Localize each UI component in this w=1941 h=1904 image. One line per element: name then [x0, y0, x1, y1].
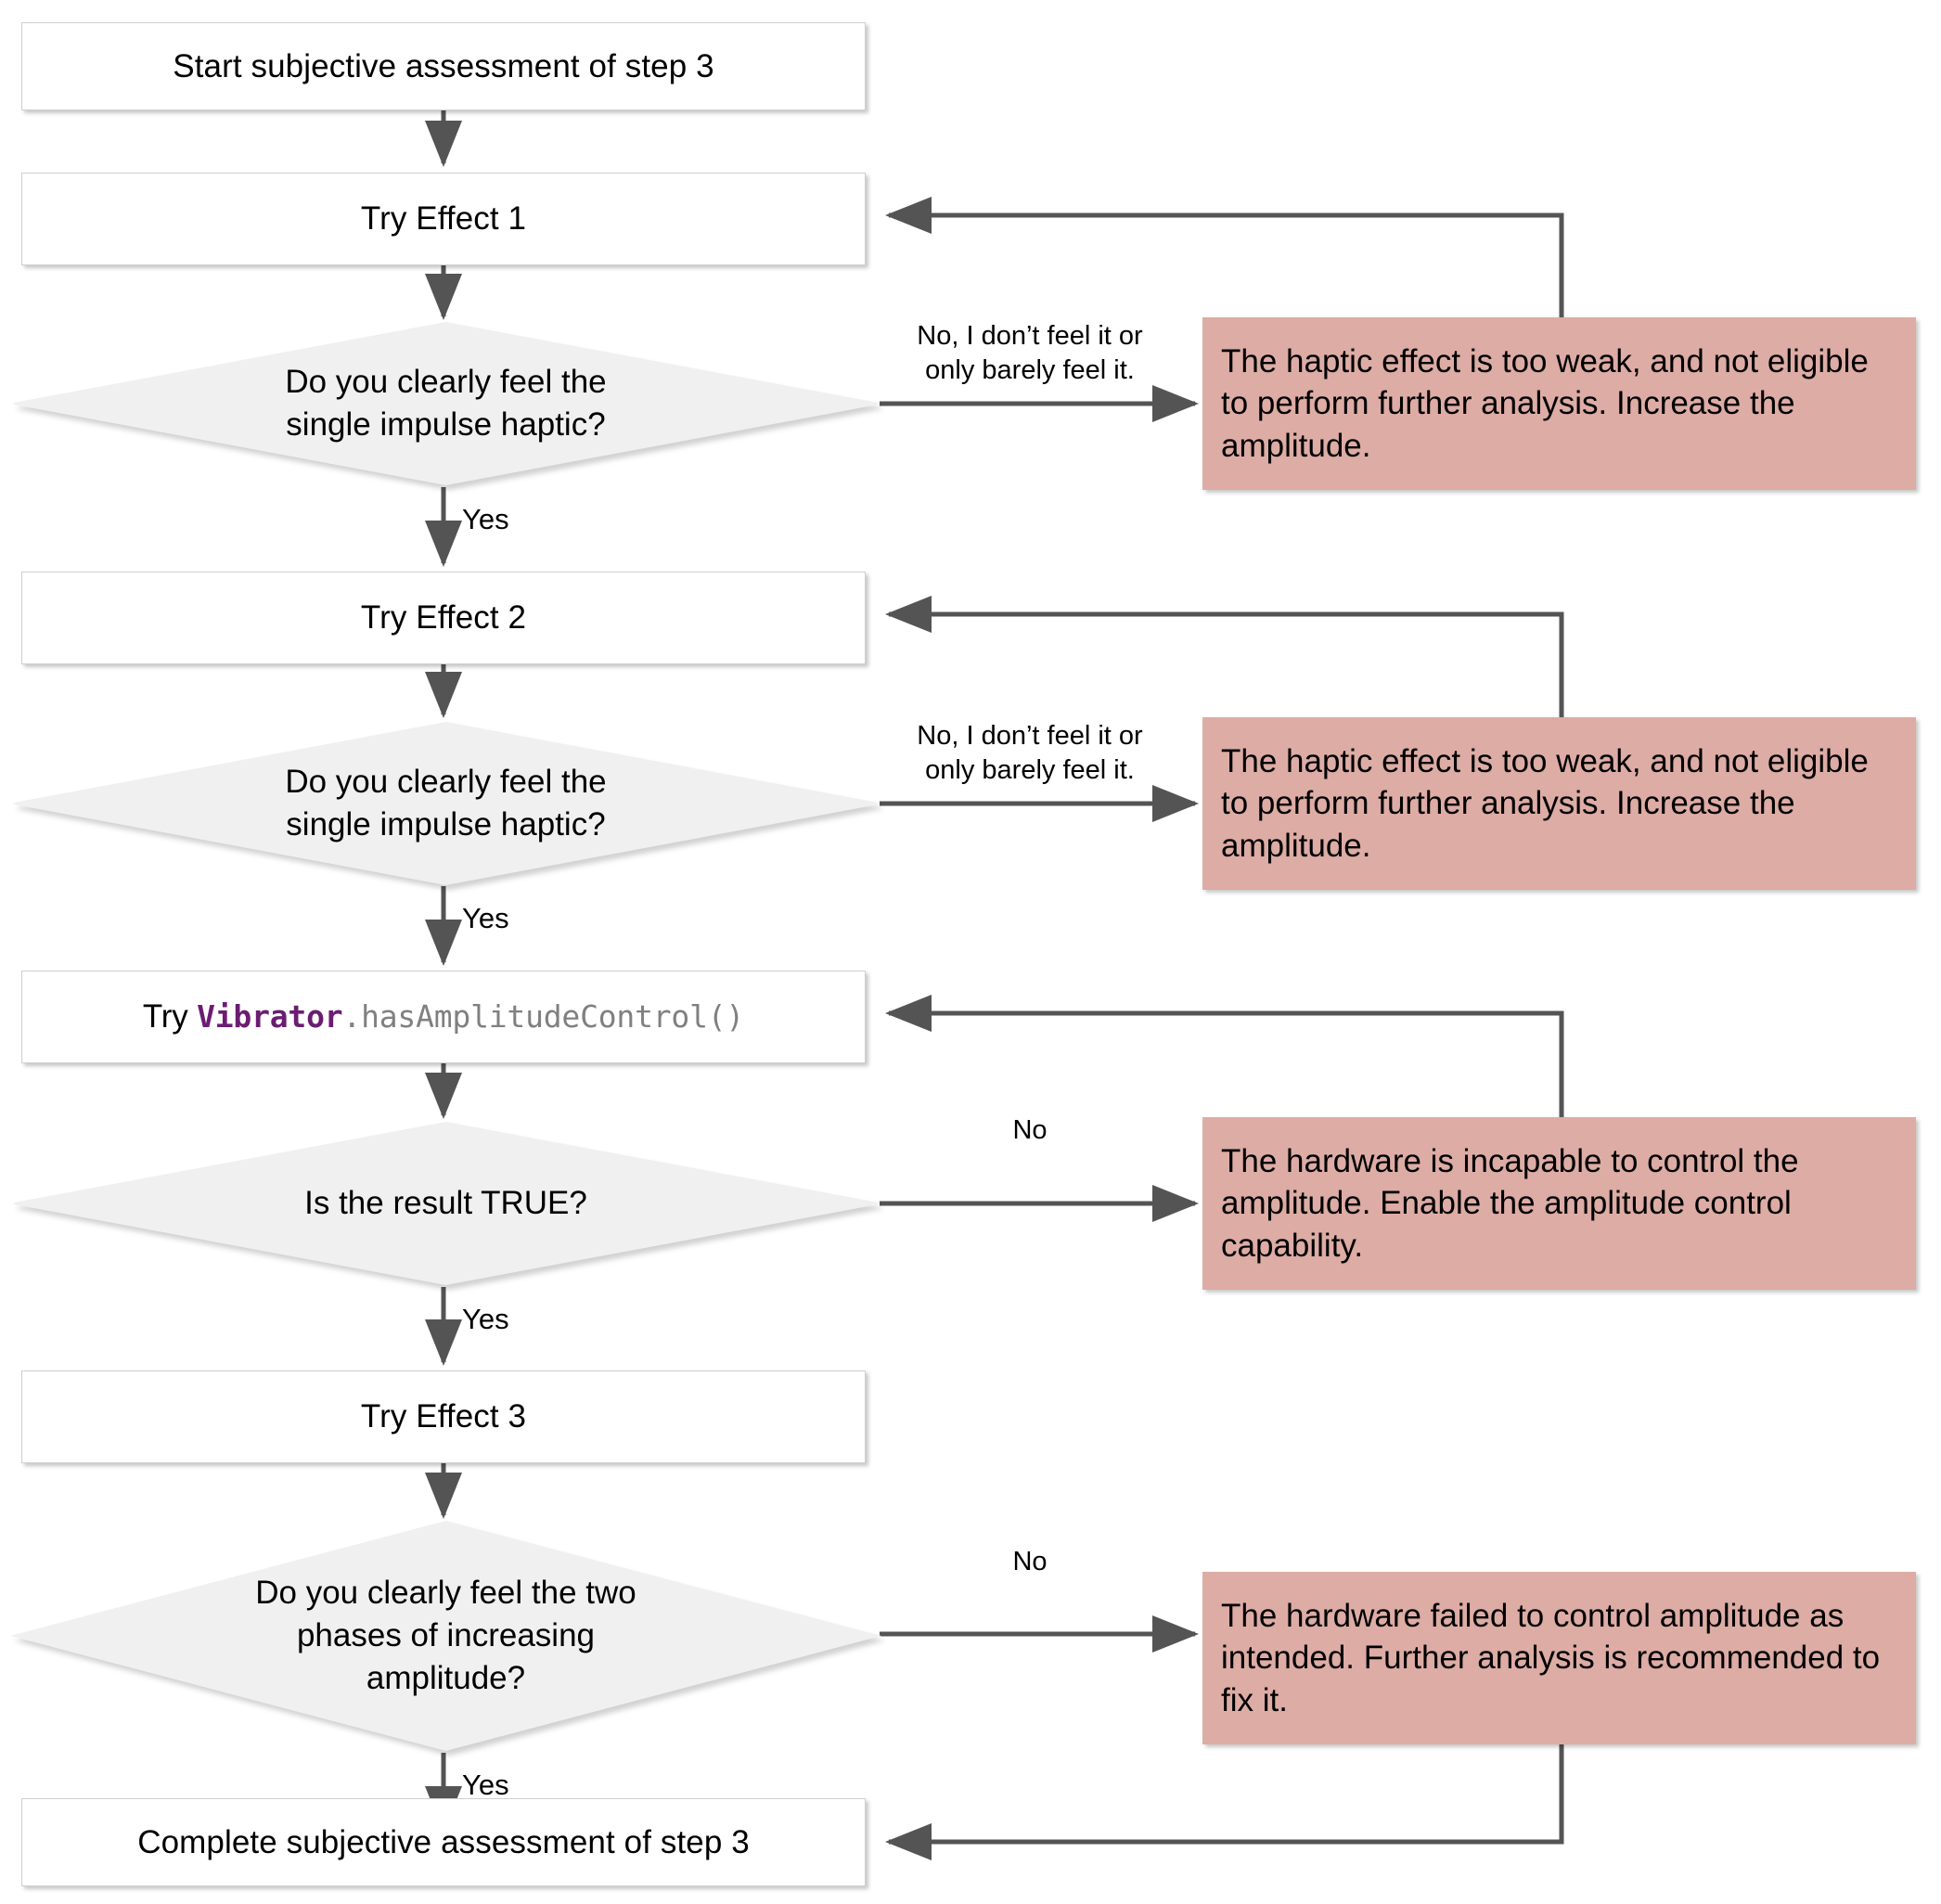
decision-feel-single-impulse-1[interactable]: Do you clearly feel the single impulse h…	[12, 321, 880, 486]
decision-feel-two-phases[interactable]: Do you clearly feel the two phases of in…	[10, 1520, 881, 1752]
node-try-effect-1-label: Try Effect 1	[360, 200, 527, 238]
edge-label-no-feel-2-line-1: No, I don’t feel it or	[917, 721, 1143, 751]
edge-label-no-3: No	[983, 1113, 1076, 1148]
node-complete-label: Complete subjective assessment of step 3	[137, 1823, 750, 1860]
note-hardware-no-amplitude-control: The hardware is incapable to control the…	[1202, 1117, 1916, 1290]
decision-is-result-true[interactable]: Is the result TRUE?	[12, 1121, 880, 1286]
edge-label-no-4-text: No	[1012, 1547, 1048, 1576]
note-haptic-too-weak-1: The haptic effect is too weak, and not e…	[1202, 317, 1916, 490]
note-hardware-no-amplitude-control-text: The hardware is incapable to control the…	[1221, 1142, 1799, 1264]
edge-label-no-feel-2: No, I don’t feel it or only barely feel …	[891, 719, 1169, 787]
node-start-label: Start subjective assessment of step 3	[173, 47, 714, 84]
edge-label-yes-4: Yes	[462, 1767, 546, 1803]
node-start[interactable]: Start subjective assessment of step 3	[21, 22, 866, 110]
node-try-effect-3-label: Try Effect 3	[360, 1398, 527, 1435]
decision-feel-single-impulse-2[interactable]: Do you clearly feel the single impulse h…	[12, 721, 880, 886]
edge-label-no-feel-1-line-1: No, I don’t feel it or	[917, 321, 1143, 351]
edge-label-yes-3-text: Yes	[462, 1303, 509, 1335]
edge-label-yes-4-text: Yes	[462, 1769, 509, 1801]
node-try-has-amplitude-control[interactable]: Try Vibrator.hasAmplitudeControl()	[21, 971, 866, 1063]
note-hardware-amplitude-failed: The hardware failed to control amplitude…	[1202, 1572, 1916, 1744]
edge-label-yes-2: Yes	[462, 900, 546, 936]
note-haptic-too-weak-2: The haptic effect is too weak, and not e…	[1202, 717, 1916, 890]
node-try-effect-2-label: Try Effect 2	[360, 599, 527, 637]
edge-label-no-3-text: No	[1012, 1115, 1048, 1145]
edge-label-no-feel-2-line-2: only barely feel it.	[925, 754, 1135, 785]
note-hardware-amplitude-failed-text: The hardware failed to control amplitude…	[1221, 1597, 1881, 1718]
edge-label-yes-1: Yes	[462, 501, 546, 537]
note-haptic-too-weak-1-text: The haptic effect is too weak, and not e…	[1221, 342, 1869, 464]
code-method-name: .hasAmplitudeControl()	[342, 998, 745, 1036]
edge-label-no-4: No	[983, 1545, 1076, 1579]
node-complete[interactable]: Complete subjective assessment of step 3	[21, 1798, 866, 1886]
edge-label-no-feel-1-line-2: only barely feel it.	[925, 354, 1135, 385]
edge-label-yes-2-text: Yes	[462, 902, 509, 934]
note-haptic-too-weak-2-text: The haptic effect is too weak, and not e…	[1221, 742, 1869, 864]
edge-label-yes-1-text: Yes	[462, 503, 509, 535]
code-prefix: Try	[142, 998, 198, 1036]
edge-label-yes-3: Yes	[462, 1301, 546, 1337]
edge-label-no-feel-1: No, I don’t feel it or only barely feel …	[891, 319, 1169, 387]
code-expression: Try Vibrator.hasAmplitudeControl()	[143, 997, 744, 1037]
node-try-effect-1[interactable]: Try Effect 1	[21, 173, 866, 265]
node-try-effect-2[interactable]: Try Effect 2	[21, 572, 866, 664]
code-class-name: Vibrator	[197, 998, 343, 1036]
node-try-effect-3[interactable]: Try Effect 3	[21, 1370, 866, 1463]
